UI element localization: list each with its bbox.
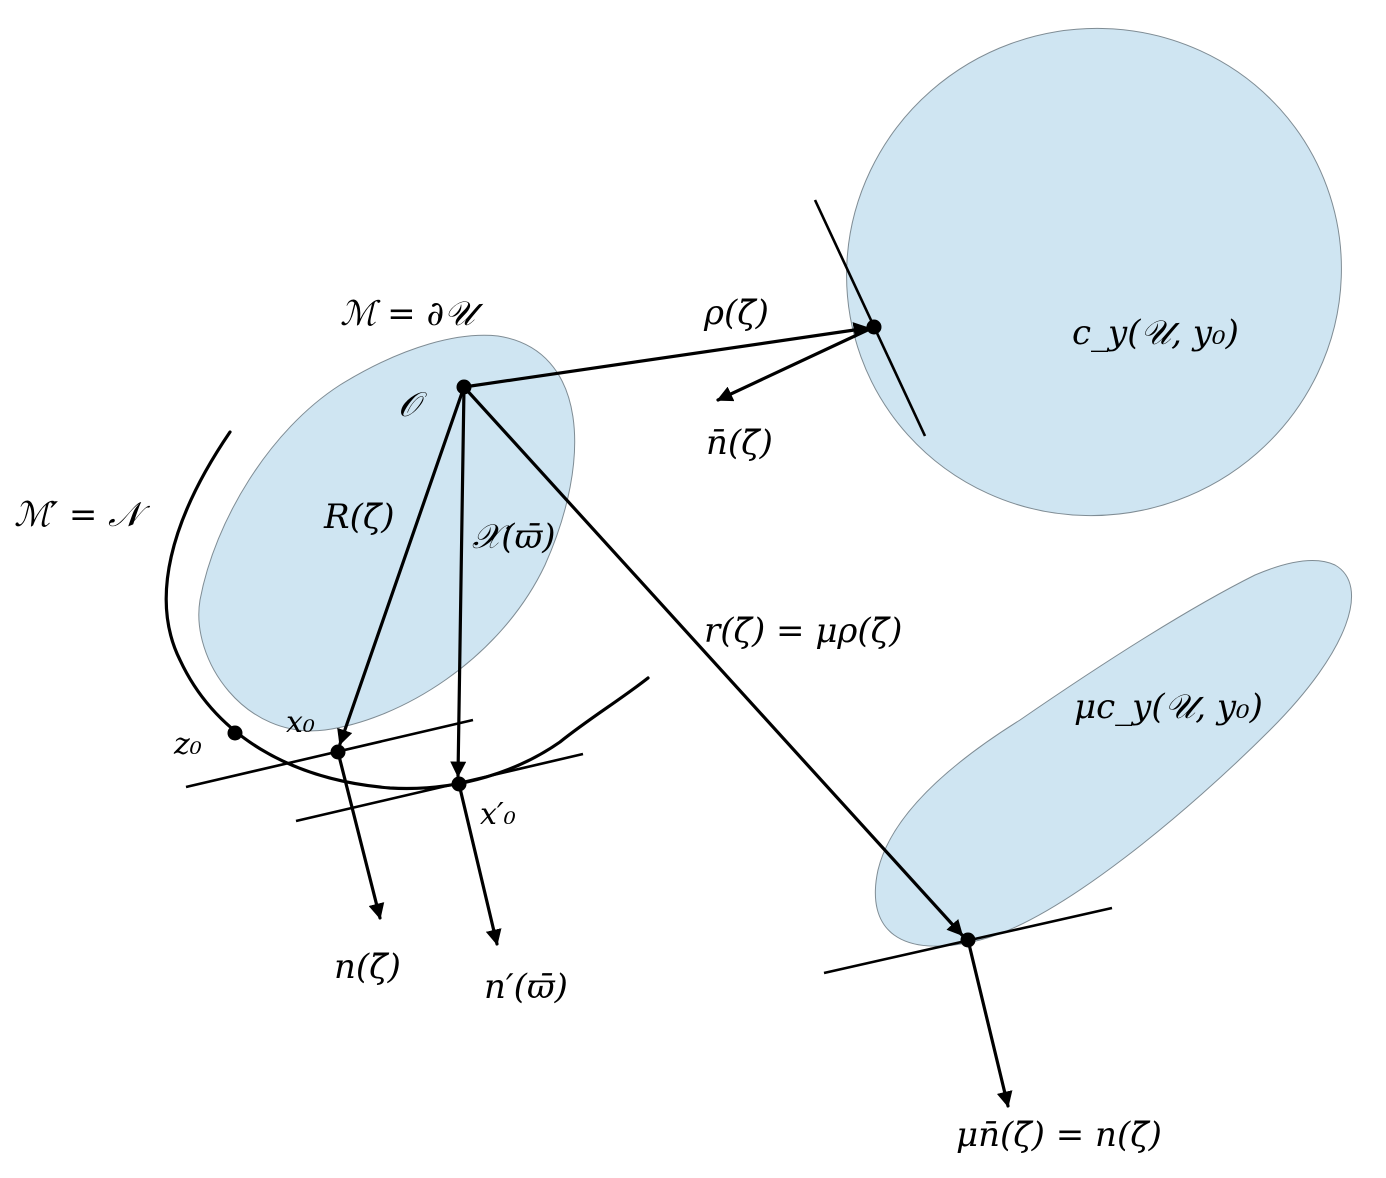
region-mu-c-y — [874, 560, 1352, 947]
label-origin: 𝒪 — [398, 385, 420, 425]
label-c-y: c_y(𝒰, y₀) — [1072, 313, 1239, 353]
tangent-line-x0 — [185, 718, 474, 789]
point-origin — [456, 379, 472, 395]
arrow-X — [450, 385, 467, 778]
region-c-y — [846, 27, 1342, 517]
label-z0: z₀ — [174, 727, 202, 762]
label-r-equation: r(ζ̄) = μρ(ζ̄) — [704, 611, 903, 651]
arrow-rho — [462, 322, 870, 389]
label-X: 𝒳(ϖ̄) — [472, 517, 556, 557]
arrow-mu-n-bar — [966, 938, 1013, 1108]
arrow-R — [337, 385, 466, 746]
label-rho: ρ(ζ̄) — [704, 293, 769, 333]
arrow-n-prime — [457, 782, 502, 946]
label-mu-c-y: μc_y(𝒰, y₀) — [1074, 687, 1263, 727]
arrow-n-bar — [716, 325, 876, 402]
curve-m-prime — [164, 430, 650, 791]
label-n: n(ζ̄) — [334, 947, 401, 987]
label-x0: x₀ — [286, 705, 315, 740]
point-x0 — [330, 744, 346, 760]
point-x0-prime — [451, 776, 467, 792]
label-n-prime: n′(ϖ̄) — [484, 967, 568, 1007]
point-mu-c-y-boundary — [960, 932, 976, 948]
label-m-prime: ℳ′ = 𝒩 — [14, 495, 141, 535]
arrow-n — [336, 750, 385, 920]
region-u — [198, 334, 576, 732]
label-m-boundary: ℳ = ∂𝒰 — [340, 294, 475, 334]
label-mu-n-bar: μn̄(ζ̄) = n(ζ̄) — [956, 1115, 1162, 1155]
label-R: R(ζ̄) — [324, 497, 395, 537]
point-c-y-boundary — [866, 319, 882, 335]
tangent-line-c-y — [813, 199, 927, 437]
label-x0-prime: x′₀ — [480, 797, 516, 832]
tangent-line-x0-prime — [295, 752, 584, 823]
point-z0 — [227, 725, 243, 741]
arrow-r — [462, 385, 964, 937]
label-n-bar: n̄(ζ̄) — [706, 423, 773, 463]
